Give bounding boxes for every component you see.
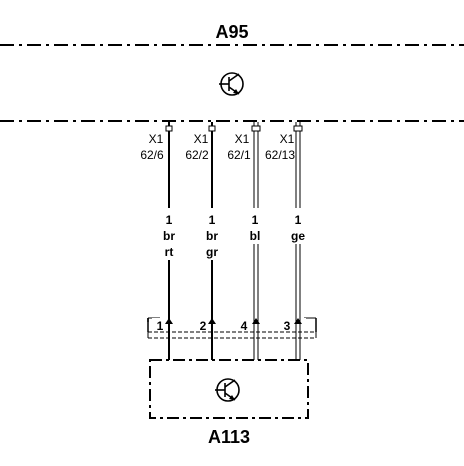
pin-3: 3 [280,318,306,360]
pin-2: 2 [196,318,220,360]
wire-2-number: 1 [209,213,216,227]
wire-3-connector: X1 [235,132,250,146]
pin-1-arrow-icon [165,318,173,324]
wire-4-number: 1 [295,213,302,227]
pin-2-label: 2 [200,319,207,333]
wire-1-connector: X1 [149,132,164,146]
wire-1-terminal: 62/6 [140,148,164,162]
pin-1: 1 [152,318,176,360]
top-component-label: A95 [215,22,248,42]
wire-1-number: 1 [166,213,173,227]
transistor-symbol-icon [219,72,244,96]
pin-2-arrow-icon [208,318,216,324]
pin-4-label: 4 [241,319,248,333]
pin-3-arrow-icon [294,318,302,324]
wire-3-number: 1 [252,213,259,227]
bottom-component-label: A113 [208,427,250,447]
wire-4-terminal: 62/13 [265,148,295,162]
pin-3-label: 3 [284,319,291,333]
pin-1-label: 1 [157,319,164,333]
wire-2-color-primary: br [206,229,218,243]
wire-4-connector: X1 [280,132,295,146]
wire-3-color-primary: bl [250,229,261,243]
wire-2-connector: X1 [194,132,209,146]
wire-1-color-secondary: rt [165,245,174,259]
pin-4-arrow-icon [252,318,260,324]
wire-4-color-primary: ge [291,229,305,243]
wire-3-terminal: 62/1 [227,148,251,162]
connector-block [147,317,317,339]
wire-2-terminal: 62/2 [185,148,209,162]
pin-4: 4 [238,318,262,360]
transistor-symbol-icon [215,378,240,402]
wire-1-color-primary: br [163,229,175,243]
wire-2-color-secondary: gr [206,245,218,259]
bottom-component-box [149,359,309,419]
